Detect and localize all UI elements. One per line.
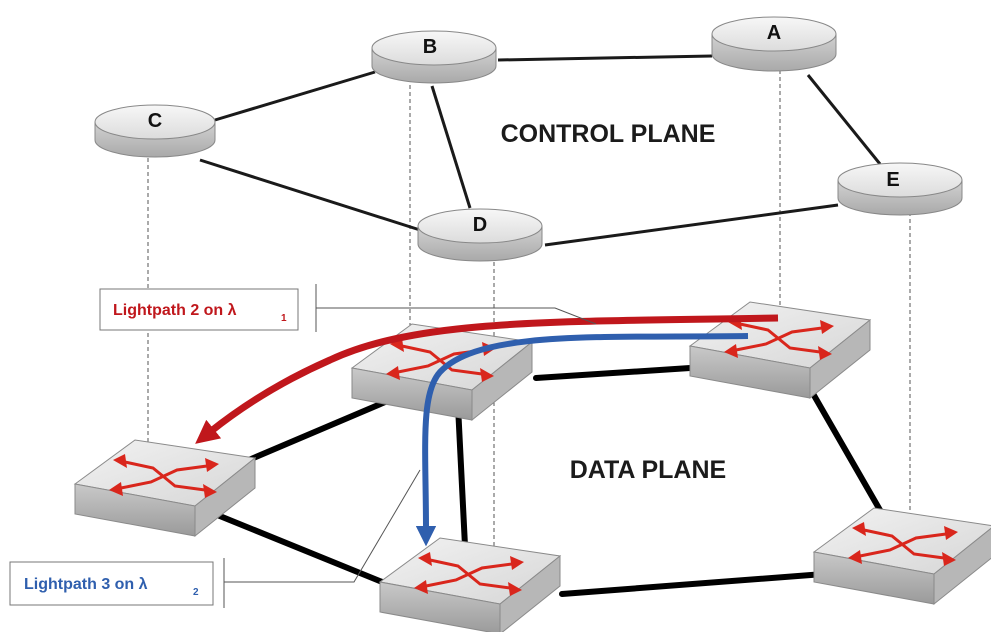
controller-b-label: B xyxy=(423,36,437,58)
controller-c-label: C xyxy=(148,110,162,132)
data-link-sw2-sw4 xyxy=(455,403,469,569)
data-link-sw4-sw5 xyxy=(559,569,853,597)
controller-b: B xyxy=(371,30,497,84)
controller-a: A xyxy=(711,16,837,72)
lightpath-3-label: Lightpath 3 on λ xyxy=(24,576,148,593)
controller-d: D xyxy=(417,208,543,262)
lightpath-2-arrow xyxy=(195,314,779,444)
switch-5 xyxy=(813,507,991,605)
control-plane-label: CONTROL PLANE xyxy=(501,120,716,148)
lightpath-2-subscript: 1 xyxy=(281,313,287,324)
control-link-a-e xyxy=(806,74,882,165)
controller-e-label: E xyxy=(886,169,899,191)
switch-4 xyxy=(379,537,561,632)
control-link-b-a xyxy=(497,54,713,62)
data-link-sw2-sw3 xyxy=(533,365,693,381)
callout-lines xyxy=(223,284,597,608)
data-link-sw3-sw5 xyxy=(801,375,891,527)
controller-c: C xyxy=(94,104,216,158)
data-plane-label: DATA PLANE xyxy=(570,456,726,484)
lightpath-2-label: Lightpath 2 on λ xyxy=(113,302,237,319)
control-links xyxy=(199,54,882,247)
controller-d-label: D xyxy=(473,214,487,236)
lightpath-3-arrow xyxy=(415,333,749,547)
lightpath-3-subscript: 2 xyxy=(193,587,199,598)
control-link-b-d xyxy=(430,85,472,209)
control-link-c-d xyxy=(199,158,421,232)
data-links xyxy=(202,365,891,597)
lightpath-2-label-box: Lightpath 2 on λ 1 xyxy=(99,288,299,331)
lightpath-3-label-box: Lightpath 3 on λ 2 xyxy=(9,561,214,606)
controller-e: E xyxy=(837,162,963,216)
control-link-d-e xyxy=(544,203,839,247)
data-link-sw1-sw2 xyxy=(227,391,407,471)
data-link-sw1-sw4 xyxy=(202,507,395,589)
control-link-c-b xyxy=(214,70,376,122)
controller-a-label: A xyxy=(767,22,781,44)
